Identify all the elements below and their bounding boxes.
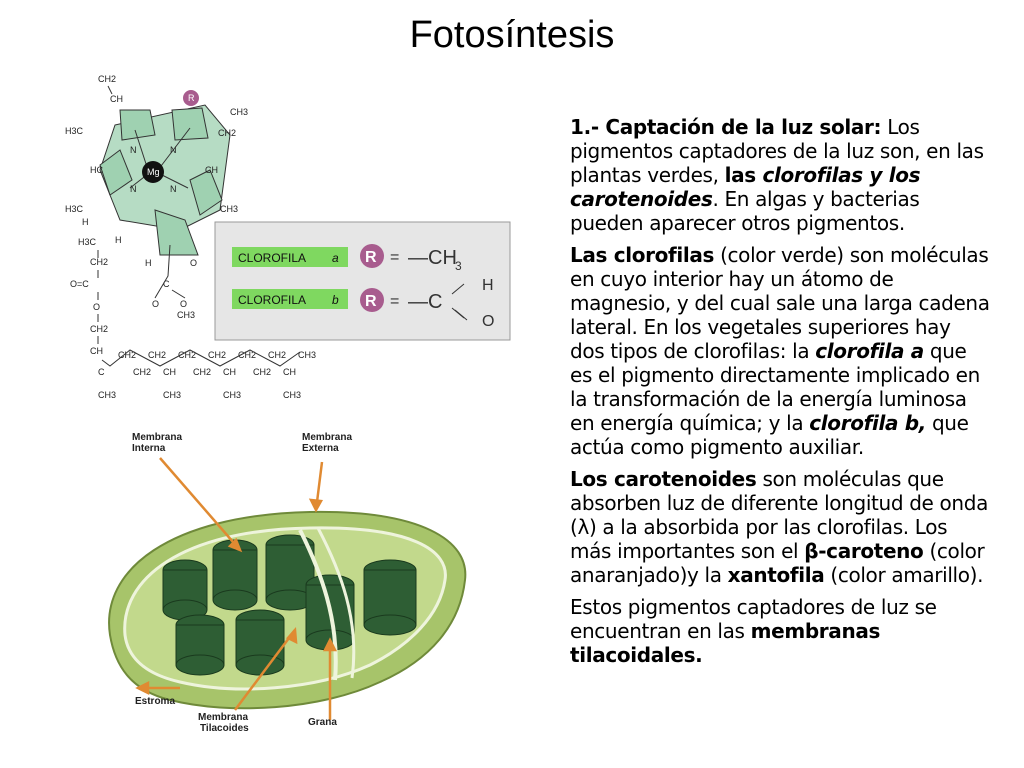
svg-text:CH3: CH3 [283, 390, 301, 400]
svg-text:3: 3 [455, 259, 462, 273]
row-b-letter: b [332, 293, 339, 307]
svg-text:H: H [145, 258, 152, 268]
svg-text:H3C: H3C [65, 126, 84, 136]
r-label: R [188, 93, 195, 103]
svg-text:R: R [365, 249, 377, 266]
label-membrana-externa-1: Membrana [302, 432, 352, 443]
svg-text:O: O [482, 313, 494, 330]
svg-text:CH2: CH2 [268, 350, 286, 360]
svg-text:O=C: O=C [70, 279, 89, 289]
svg-text:C: C [163, 279, 170, 289]
svg-text:CH3: CH3 [298, 350, 316, 360]
atom-labels: CH2 CH CH3 CH2 H3C HC CH H3C CH3 N N N N… [65, 74, 316, 400]
svg-text:O: O [152, 299, 159, 309]
svg-text:CH: CH [90, 346, 103, 356]
mg-label: Mg [147, 167, 160, 177]
slide-title: Fotosíntesis [409, 14, 615, 56]
svg-text:CH2: CH2 [90, 324, 108, 334]
heading-captacion: 1.- Captación de la luz solar: [570, 115, 882, 139]
svg-text:=: = [390, 249, 399, 266]
svg-text:CH3: CH3 [163, 390, 181, 400]
svg-text:CH: CH [223, 367, 236, 377]
chlorophyll-structure-diagram: Mg R CH2 CH CH3 CH2 H3C HC CH H3C CH3 N … [65, 74, 511, 400]
svg-text:N: N [130, 184, 137, 194]
svg-text:CH3: CH3 [230, 107, 248, 117]
porphyrin-ring [99, 104, 231, 256]
row-a-letter: a [332, 251, 339, 265]
svg-text:CH2: CH2 [98, 74, 116, 84]
svg-text:CH3: CH3 [220, 204, 238, 214]
svg-text:CH3: CH3 [223, 390, 241, 400]
paragraph-captacion: 1.- Captación de la luz solar: Los pigme… [570, 115, 984, 235]
svg-text:HC: HC [90, 165, 103, 175]
svg-text:N: N [130, 145, 137, 155]
svg-text:CH2: CH2 [253, 367, 271, 377]
svg-text:H3C: H3C [65, 204, 84, 214]
svg-text:CH3: CH3 [98, 390, 116, 400]
svg-text:N: N [170, 145, 177, 155]
row-a-group: —CH [408, 247, 457, 269]
label-membrana-interna-1: Membrana [132, 432, 182, 443]
svg-text:O: O [93, 302, 100, 312]
label-membrana-externa-2: Externa [302, 443, 339, 454]
label-membrana-tilacoides-1: Membrana [198, 712, 248, 723]
svg-text:CH: CH [110, 94, 123, 104]
body-text: 1.- Captación de la luz solar: Los pigme… [570, 115, 990, 675]
row-a-label: CLOROFILA [238, 251, 306, 265]
svg-text:CH2: CH2 [178, 350, 196, 360]
svg-text:O: O [180, 299, 187, 309]
label-arrows [135, 457, 338, 720]
row-b-label: CLOROFILA [238, 293, 306, 307]
svg-text:H3C: H3C [78, 237, 97, 247]
svg-text:CH2: CH2 [218, 128, 236, 138]
svg-text:H: H [82, 217, 89, 227]
svg-text:CH2: CH2 [118, 350, 136, 360]
magnesium-atom [142, 161, 164, 183]
svg-text:H: H [482, 277, 494, 294]
label-estroma: Estroma [135, 696, 175, 707]
grana-stacks [162, 534, 417, 676]
chlorophyll-types-table: CLOROFILA a R = —CH 3 CLOROFILA b R = —C… [214, 221, 511, 341]
svg-text:=: = [390, 293, 399, 310]
label-membrana-interna-2: Interna [132, 443, 166, 454]
svg-text:CH3: CH3 [177, 310, 195, 320]
svg-text:H: H [115, 235, 122, 245]
svg-text:CH2: CH2 [148, 350, 166, 360]
svg-text:CH2: CH2 [90, 257, 108, 267]
svg-text:CH: CH [283, 367, 296, 377]
svg-text:CH2: CH2 [238, 350, 256, 360]
svg-text:CH: CH [163, 367, 176, 377]
svg-text:CH: CH [205, 165, 218, 175]
svg-text:N: N [170, 184, 177, 194]
row-b-group: —C [408, 291, 442, 313]
paragraph-membranas: Estos pigmentos captadores de luz se enc… [570, 595, 937, 667]
svg-text:O: O [190, 258, 197, 268]
svg-text:CH2: CH2 [208, 350, 226, 360]
label-grana: Grana [308, 717, 337, 728]
svg-text:C: C [98, 367, 105, 377]
svg-text:CH2: CH2 [133, 367, 151, 377]
r-group-circle [183, 90, 199, 106]
svg-text:CH2: CH2 [193, 367, 211, 377]
svg-text:R: R [365, 293, 377, 310]
chloroplast-diagram: Membrana Interna Membrana Externa Estrom… [108, 432, 467, 734]
bond-lines [97, 85, 301, 367]
paragraph-clorofilas: Las clorofilas (color verde) son molécul… [570, 243, 990, 459]
paragraph-carotenoides: Los carotenoides son moléculas que absor… [570, 467, 988, 587]
label-membrana-tilacoides-2: Tilacoides [200, 723, 249, 734]
